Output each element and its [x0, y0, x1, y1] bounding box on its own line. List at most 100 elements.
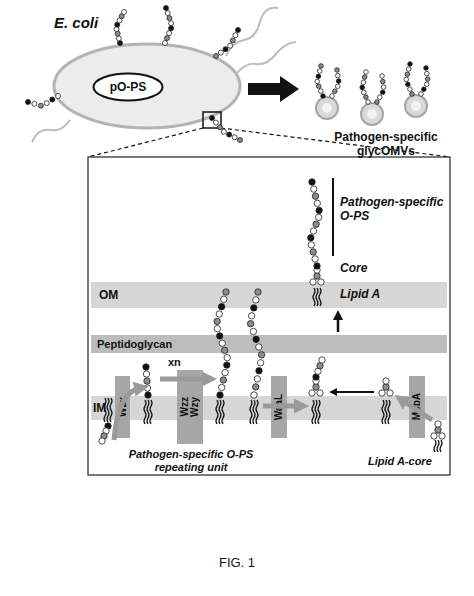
bacterial-cell: E. colipO-PS	[52, 42, 242, 130]
sugar-bead	[439, 433, 445, 439]
lipid-tail	[319, 288, 321, 306]
flagellum	[236, 42, 296, 74]
sugar-bead	[169, 21, 174, 26]
sugar-bead	[221, 296, 227, 302]
sugar-bead	[228, 43, 233, 48]
sugar-bead	[316, 74, 321, 79]
sugar-bead	[56, 94, 61, 99]
sugar-bead	[335, 84, 340, 89]
outer-membrane-band: OM	[91, 282, 447, 308]
lipid-tail	[147, 400, 149, 424]
vesicle-lumen	[411, 101, 421, 111]
lipid-tail	[222, 400, 224, 424]
sugar-bead	[44, 101, 49, 106]
sugar-bead	[378, 95, 383, 100]
sugar-bead	[321, 94, 326, 99]
sugar-bead	[362, 90, 367, 95]
sugar-bead	[164, 6, 169, 11]
sugar-bead	[169, 26, 174, 31]
vesicle-lumen	[367, 109, 377, 119]
lipid-tail	[312, 400, 314, 424]
sugar-bead	[308, 242, 314, 248]
sugar-bead	[364, 70, 369, 75]
sugar-bead	[383, 384, 389, 390]
lipid-tail	[385, 400, 387, 424]
protein-name: Wzx	[118, 397, 128, 417]
sugar-bead	[223, 47, 228, 52]
sugar-bead	[224, 362, 230, 368]
sugar-bead	[312, 193, 318, 199]
sugar-bead	[222, 369, 228, 375]
protein-name: MsbA	[412, 393, 422, 420]
lipid-tail	[316, 288, 318, 306]
sugar-bead	[219, 340, 225, 346]
sugar-bead	[405, 72, 410, 77]
sugar-bead	[383, 378, 389, 384]
sugar-bead	[380, 90, 385, 95]
sugar-bead	[310, 228, 316, 234]
sugar-bead	[117, 18, 122, 23]
sugar-bead	[313, 378, 319, 384]
sugar-bead	[410, 92, 415, 97]
sugar-bead	[316, 207, 322, 213]
sugar-bead	[380, 74, 385, 79]
sugar-bead	[375, 100, 380, 105]
membrane-name: IM	[93, 402, 106, 414]
sugar-bead	[251, 392, 257, 398]
sugar-bead	[314, 273, 320, 279]
sugar-bead	[336, 73, 341, 78]
sugar-bead	[317, 69, 322, 74]
sugar-bead	[118, 41, 123, 46]
sugar-bead	[362, 75, 367, 80]
sugar-bead	[218, 304, 224, 310]
lipid-tail	[256, 400, 258, 424]
sugar-bead	[217, 333, 223, 339]
sugar-bead	[335, 68, 340, 73]
lipid-tail	[434, 440, 436, 452]
sugar-bead	[364, 95, 369, 100]
sugar-bead	[419, 92, 424, 97]
sugar-bead	[251, 305, 257, 311]
vesicle	[316, 97, 338, 119]
sugar-bead	[435, 427, 441, 433]
lipid-tail	[318, 400, 320, 424]
sugar-bead	[143, 371, 149, 377]
sugar-bead	[213, 120, 218, 125]
vesicle	[405, 95, 427, 117]
lipid-tail	[219, 400, 221, 424]
vesicle-lumen	[322, 103, 332, 113]
sugar-bead	[232, 135, 237, 140]
vesicle	[361, 103, 383, 125]
sugar-bead	[220, 377, 226, 383]
sugar-bead	[217, 125, 222, 130]
sugar-bead	[404, 77, 409, 82]
sugar-bead	[26, 100, 31, 105]
sugar-bead	[315, 79, 320, 84]
sugar-bead	[214, 326, 220, 332]
sugar-bead	[116, 36, 121, 41]
lipid-tail	[250, 400, 252, 424]
zoom-line	[221, 128, 450, 157]
membrane-name: OM	[99, 289, 118, 301]
sugar-bead	[431, 433, 437, 439]
repeat-label: xn	[168, 356, 188, 369]
flagellum	[226, 8, 278, 56]
sugar-bead	[425, 71, 430, 76]
sugar-bead	[167, 16, 172, 21]
sugar-bead	[361, 80, 366, 85]
sugar-bead	[258, 352, 264, 358]
flip-arrow	[114, 388, 140, 440]
sugar-bead	[115, 31, 120, 36]
sugar-bead	[319, 64, 324, 69]
structure-label: Pathogen-specific O-PS	[340, 196, 445, 224]
lipid-tail	[107, 398, 109, 422]
sugar-bead	[144, 385, 150, 391]
sugar-bead	[406, 67, 411, 72]
oval-shape	[94, 74, 163, 101]
sugar-bead	[230, 38, 235, 43]
sugar-bead	[253, 297, 259, 303]
lipid-tail	[104, 398, 106, 422]
lipid-tail	[440, 440, 442, 452]
sugar-bead	[387, 390, 393, 396]
plasmid-name: pO-PS	[110, 81, 147, 93]
